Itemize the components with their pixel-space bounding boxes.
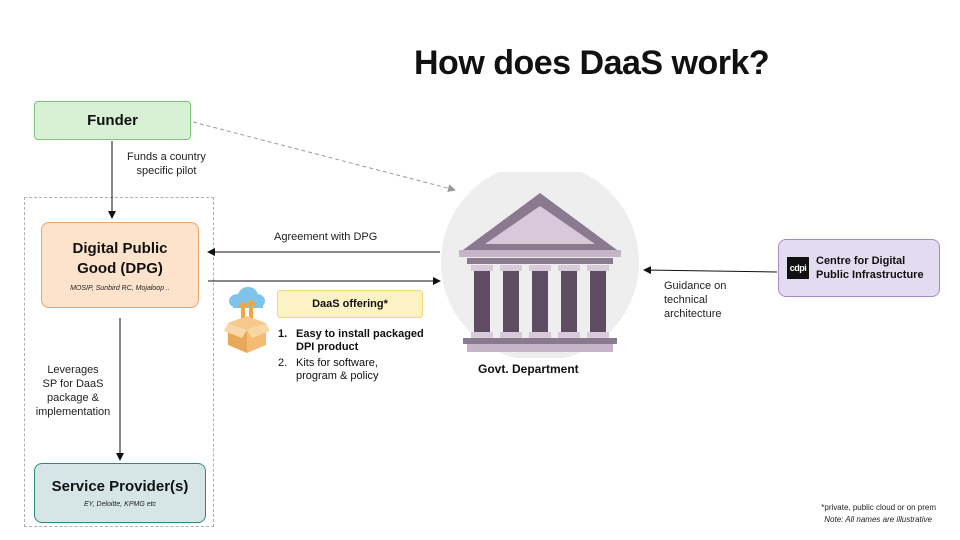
cloud-package-icon bbox=[224, 287, 270, 353]
package-box-icon bbox=[224, 316, 270, 353]
dpg-examples: MOSIP, Sunbird RC, Mojaloop .. bbox=[70, 284, 170, 292]
dpg-label: Digital Public Good (DPG) bbox=[72, 239, 168, 277]
dpg-sp-group-border bbox=[24, 197, 214, 527]
govt-department-label: Govt. Department bbox=[478, 362, 579, 376]
daas-offering-item: 1. Easy to install packaged DPI product bbox=[278, 328, 424, 353]
cdpi-label: Centre for Digital Public Infrastructure bbox=[816, 255, 924, 281]
daas-offering-item: 2. Kits for software, program & policy bbox=[278, 357, 379, 382]
page-title: How does DaaS work? bbox=[414, 44, 770, 82]
cloud-upload-icon bbox=[229, 287, 265, 319]
cdpi-to-govt-arrow bbox=[643, 266, 778, 275]
funds-edge-label: Funds a country specific pilot bbox=[127, 151, 206, 177]
service-provider-examples: EY, Deloitte, KPMG etc bbox=[83, 501, 157, 508]
footnote-cloud: *private, public cloud or on prem bbox=[821, 503, 936, 512]
government-building-icon bbox=[441, 172, 639, 358]
footnote-illustrative: Note: All names are illustrative bbox=[824, 515, 932, 524]
leverages-edge-label: Leverages SP for DaaS package & implemen… bbox=[35, 364, 111, 418]
agreement-edge-label: Agreement with DPG bbox=[274, 231, 378, 243]
cdpi-logo: cdpi bbox=[787, 257, 809, 279]
service-provider-label: Service Provider(s) bbox=[51, 478, 189, 495]
guidance-edge-label: Guidance on technical architecture bbox=[664, 280, 727, 320]
cdpi-box: cdpi Centre for Digital Public Infrastru… bbox=[778, 239, 940, 297]
dpg-box: Digital Public Good (DPG) MOSIP, Sunbird… bbox=[41, 222, 199, 308]
service-provider-box: Service Provider(s) EY, Deloitte, KPMG e… bbox=[34, 463, 206, 523]
funder-box: Funder bbox=[34, 101, 191, 140]
daas-offering-heading: DaaS offering* bbox=[277, 290, 423, 318]
funder-label: Funder bbox=[87, 112, 138, 129]
funder-to-govt-dashed-arrow bbox=[192, 121, 456, 193]
daas-offering-list: 1. Easy to install packaged DPI product … bbox=[278, 328, 448, 386]
